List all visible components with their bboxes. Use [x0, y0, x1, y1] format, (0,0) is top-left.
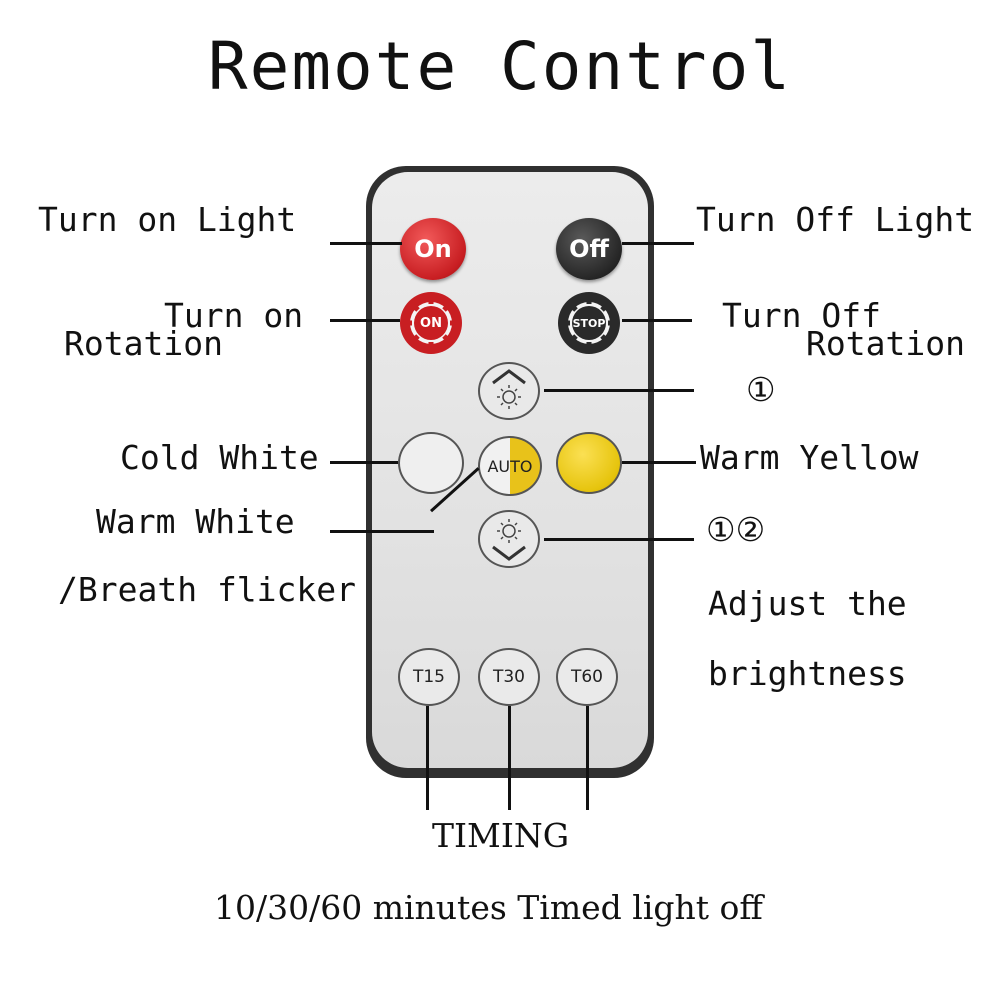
rotation-stop-button[interactable]: STOP: [556, 290, 622, 356]
warm-yellow-button[interactable]: [556, 432, 622, 494]
auto-button[interactable]: AUTO: [478, 436, 542, 496]
light-on-label: On: [414, 235, 452, 263]
label-turn-off-light: Turn Off Light: [696, 200, 975, 239]
light-off-label: Off: [569, 235, 609, 263]
light-on-button[interactable]: On: [400, 218, 466, 280]
leader-line: [426, 706, 429, 810]
leader-line: [622, 319, 692, 322]
leader-line: [330, 530, 434, 533]
label-turn-on-rotation-line2: Rotation: [64, 324, 223, 363]
timer-60-label: T60: [570, 667, 604, 687]
label-turn-off-rotation-line2: Rotation: [806, 324, 965, 363]
brightness-up-icon: [492, 369, 526, 409]
label-timing: TIMING: [432, 816, 570, 855]
leader-line: [508, 706, 511, 810]
cold-white-button[interactable]: [398, 432, 464, 494]
leader-line: [544, 389, 694, 392]
leader-line: [544, 538, 694, 541]
label-brightness-up: ①: [746, 370, 776, 409]
timer-30-button[interactable]: T30: [478, 648, 540, 706]
leader-line: [330, 319, 400, 322]
label-adjust-line2: brightness: [708, 654, 907, 693]
label-turn-on-rotation-line1: Turn on: [164, 296, 304, 335]
leader-line: [330, 461, 398, 464]
label-warm-white-line1: Warm White: [96, 502, 295, 541]
brightness-down-icon: [492, 519, 526, 561]
leader-line: [586, 706, 589, 810]
label-adjust-line1: Adjust the: [708, 584, 907, 623]
leader-line: [330, 242, 402, 245]
brightness-up-button[interactable]: [478, 362, 540, 420]
label-cold-white: Cold White: [120, 438, 319, 477]
label-warm-yellow: Warm Yellow: [700, 438, 919, 477]
gear-icon: [400, 292, 462, 354]
timer-30-label: T30: [492, 667, 526, 687]
light-off-button[interactable]: Off: [556, 218, 622, 280]
rotation-on-label: ON: [420, 315, 442, 331]
label-timed-off: 10/30/60 minutes Timed light off: [214, 888, 763, 927]
timer-15-button[interactable]: T15: [398, 648, 460, 706]
page-title: Remote Control: [207, 28, 793, 105]
brightness-down-button[interactable]: [478, 510, 540, 568]
gear-icon: [558, 292, 620, 354]
auto-label: AUTO: [487, 456, 533, 476]
timer-15-label: T15: [412, 667, 446, 687]
leader-line: [622, 461, 696, 464]
leader-line: [622, 242, 694, 245]
label-brightness-down: ①②: [706, 510, 766, 549]
label-turn-on-light: Turn on Light: [38, 200, 297, 239]
label-turn-off-rotation-line1: Turn Off: [722, 296, 881, 335]
timer-60-button[interactable]: T60: [556, 648, 618, 706]
label-warm-white-line2: /Breath flicker: [58, 570, 357, 609]
rotation-stop-label: STOP: [572, 316, 606, 330]
rotation-on-button[interactable]: ON: [398, 290, 464, 356]
